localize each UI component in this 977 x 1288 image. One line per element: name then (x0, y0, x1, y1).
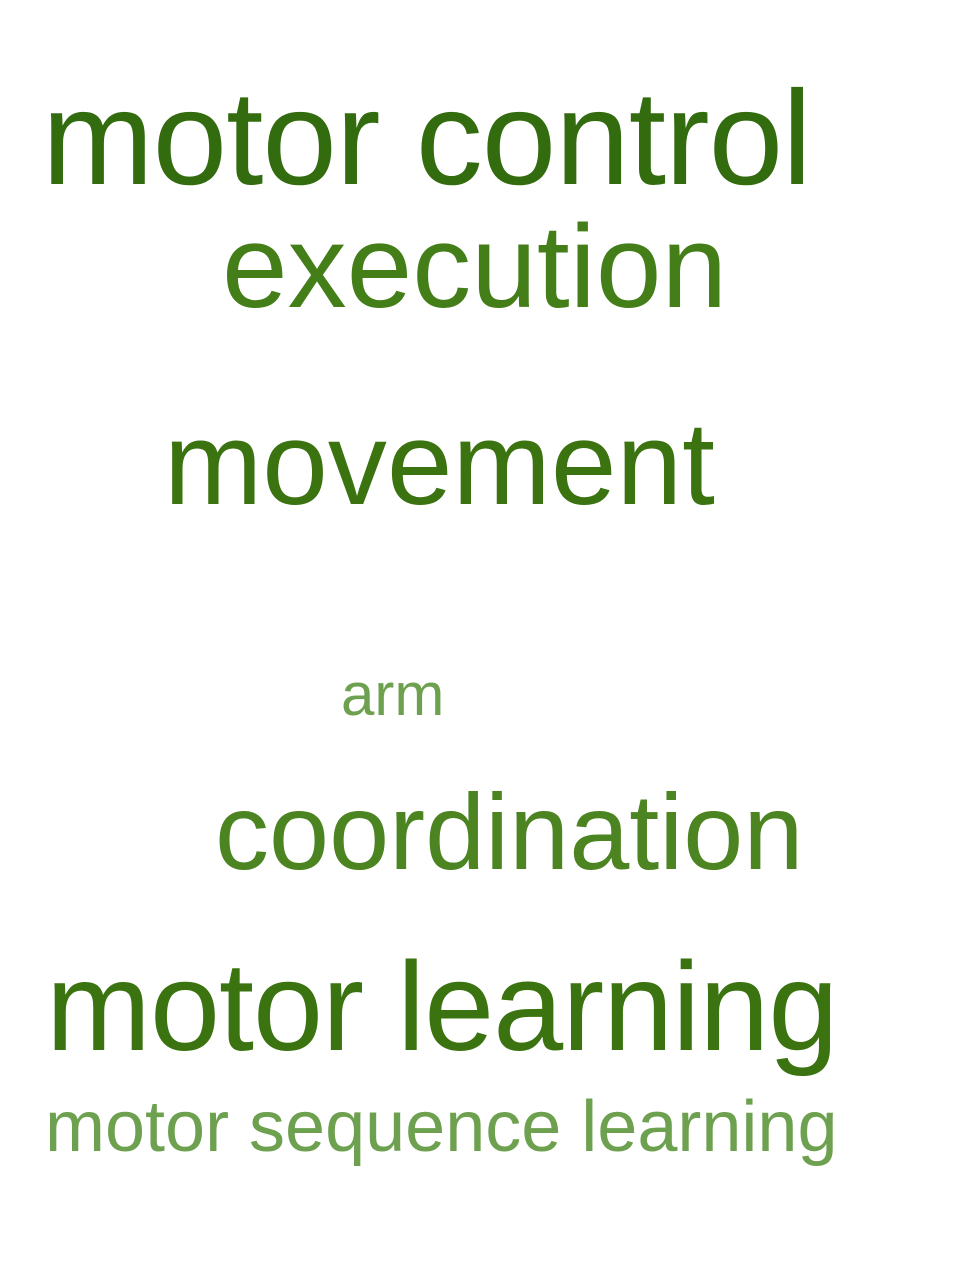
word-movement: movement (164, 398, 715, 530)
word-motor-sequence-learning: motor sequence learning (45, 1087, 838, 1167)
word-motor-learning: motor learning (46, 936, 838, 1077)
word-execution: execution (222, 201, 728, 333)
word-arm: arm (341, 661, 445, 728)
word-motor-control: motor control (42, 64, 812, 213)
word-coordination: coordination (215, 771, 804, 892)
